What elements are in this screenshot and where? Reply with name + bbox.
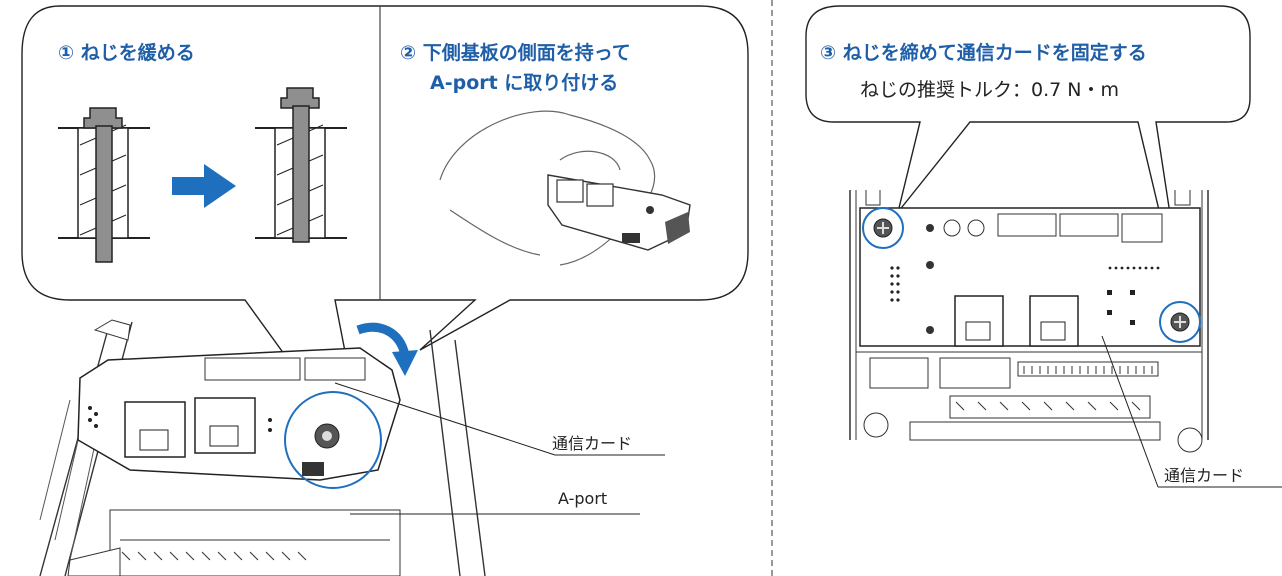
right-illustration [805,5,1282,488]
hand-holding-card-illustration [439,110,691,266]
step3-title: ③ ねじを締めて通信カードを固定する [820,42,1147,64]
left-illustration [21,5,749,576]
screw-before-icon [58,107,150,263]
label-communication-card-right: 通信カード [1164,466,1245,485]
inverter-housing-left-illustration [39,319,486,576]
label-communication-card-left: 通信カード [552,434,633,453]
dashed-divider [771,0,773,576]
label-a-port: A-port [558,489,608,508]
step1-title: ① ねじを緩める [58,42,195,64]
leader-lines-left [334,382,665,515]
callout-bubble-steps-1-2 [21,5,749,471]
inverter-housing-right-illustration [849,190,1209,453]
right-panel: ③ ねじを締めて通信カードを固定する ねじの推奨トルク：0.7 N・m 通信カー… [780,0,1282,576]
step2-title-line2: A-port に取り付ける [430,72,619,94]
callout-bubble-step-3 [805,5,1251,333]
direction-arrow-icon [172,164,236,208]
step2-title-line1: ② 下側基板の側面を持って [400,42,631,64]
torque-text: ねじの推奨トルク：0.7 N・m [860,79,1119,101]
leader-line-right [1101,335,1282,488]
screw-after-icon [255,87,347,243]
left-panel: ① ねじを緩める ② 下側基板の側面を持って A-port に取り付ける 通信カ… [21,5,749,576]
